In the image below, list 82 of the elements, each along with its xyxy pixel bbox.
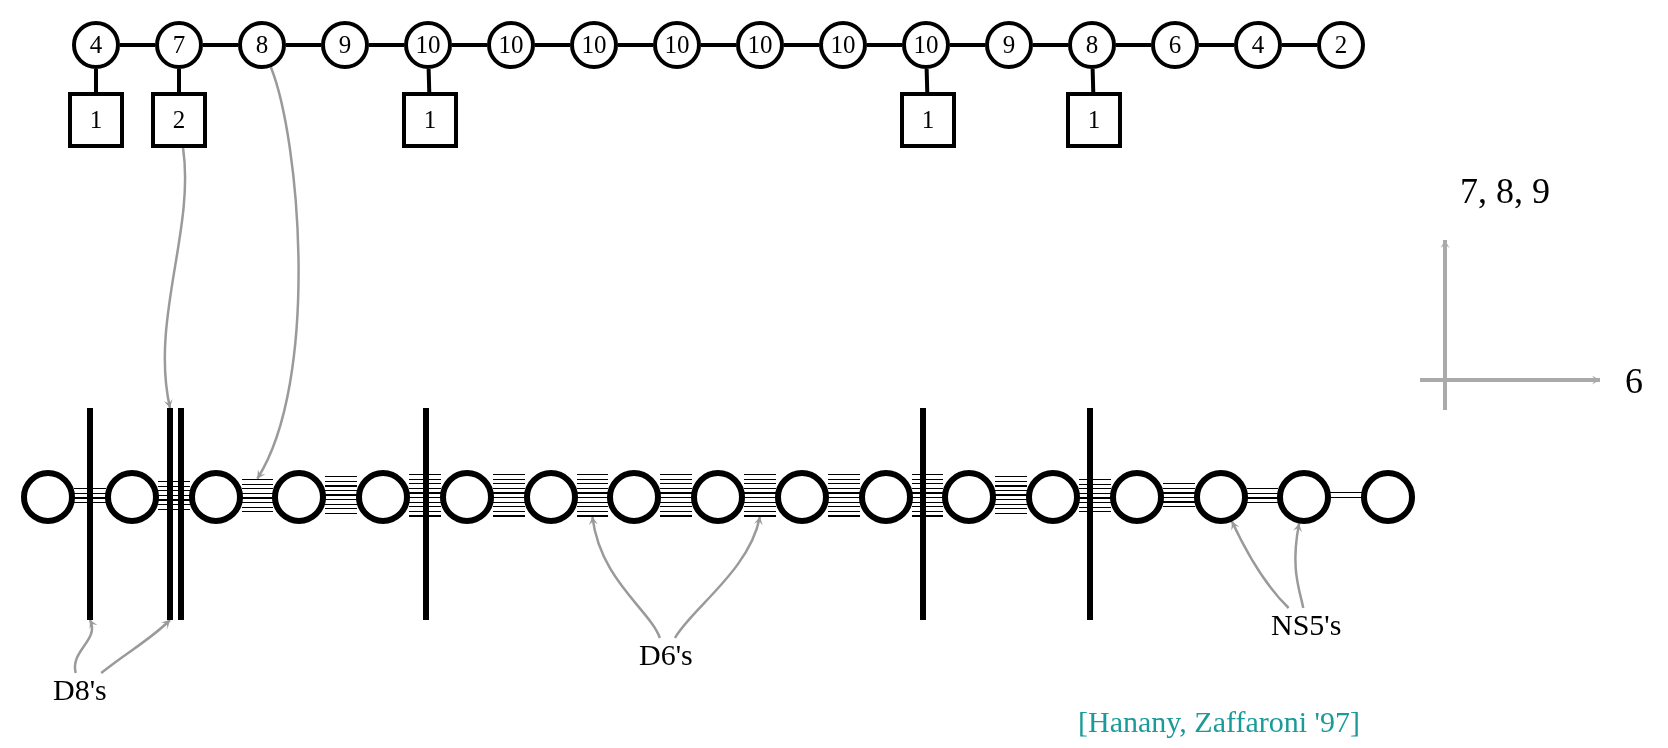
connector-line [94,69,98,92]
gauge-node: 2 [1317,21,1365,69]
flavor-node: 1 [68,92,124,148]
ns5-brane-circle [607,470,662,524]
connector-line [950,43,985,47]
ns5-brane-circle [356,470,410,524]
leader-arrow [73,619,97,674]
leader-arrow [1230,520,1290,609]
gauge-node: 10 [570,21,618,69]
brane-label: NS5's [1271,608,1342,642]
ns5-brane-circle [439,470,494,524]
d6-brane-stack [827,474,860,517]
d6-brane-stack [1162,483,1195,508]
connector-line [1090,68,1096,93]
gauge-node: 10 [736,21,784,69]
connector-line [1199,43,1234,47]
d6-brane-stack [995,476,1027,515]
d6-brane-stack [1079,478,1111,513]
gauge-node: 9 [985,21,1033,69]
connector-line [203,43,238,47]
connector-line [369,43,404,47]
connector-line [452,43,487,47]
connector-line [867,43,902,47]
gauge-node: 10 [487,21,535,69]
ns5-brane-circle [774,470,829,524]
leader-arrow [100,619,171,674]
axis-label: 7, 8, 9 [1460,170,1550,212]
connector-line [426,68,432,93]
ns5-brane-circle [1361,470,1415,524]
connector-line [1116,43,1151,47]
gauge-node: 8 [238,21,286,69]
flavor-node: 2 [151,92,207,148]
gauge-node: 4 [1234,21,1282,69]
connector-line [701,43,736,47]
connector-line [1033,43,1068,47]
leader-arrow [589,516,661,639]
connector-line [286,43,321,47]
ns5-brane-circle [858,470,913,524]
leader-arrow [163,147,187,409]
brane-label: D8's [53,673,107,707]
d6-brane-stack [576,474,609,517]
ns5-brane-circle [691,470,745,524]
gauge-node: 10 [653,21,701,69]
leader-arrow [673,516,763,639]
connector-line [784,43,819,47]
brane-label: D6's [639,638,693,672]
d6-brane-stack [74,487,106,503]
connector-line [120,43,155,47]
connector-line [177,69,181,92]
ns5-brane-circle [942,470,997,524]
gauge-node: 7 [155,21,203,69]
gauge-node: 9 [321,21,369,69]
leader-arrow [1293,523,1305,609]
d6-brane-stack [1330,492,1362,499]
d6-brane-stack [157,480,190,510]
d6-brane-stack [325,476,357,515]
gauge-node: 8 [1068,21,1116,69]
leader-arrow [256,66,300,480]
gauge-node: 4 [72,21,120,69]
ns5-brane-circle [523,470,578,524]
flavor-node: 1 [900,92,956,148]
connector-line [1282,43,1317,47]
d6-brane-stack [241,478,274,513]
citation: [Hanany, Zaffaroni '97] [1078,705,1360,739]
axis-label: 6 [1625,360,1643,402]
flavor-node: 1 [1066,92,1122,148]
connector-line [924,68,930,93]
gauge-node: 6 [1151,21,1199,69]
d6-brane-stack [744,474,776,517]
d6-brane-stack [660,474,692,517]
connector-line [535,43,570,47]
d6-brane-stack [492,474,525,517]
d6-brane-stack [1246,487,1279,503]
gauge-node: 10 [404,21,452,69]
connector-line [618,43,653,47]
d6-brane-stack [911,474,944,517]
ns5-brane-circle [21,470,75,524]
gauge-node: 10 [819,21,867,69]
d6-brane-stack [409,474,441,517]
flavor-node: 1 [402,92,458,148]
ns5-brane-circle [1026,470,1080,524]
gauge-node: 10 [902,21,950,69]
